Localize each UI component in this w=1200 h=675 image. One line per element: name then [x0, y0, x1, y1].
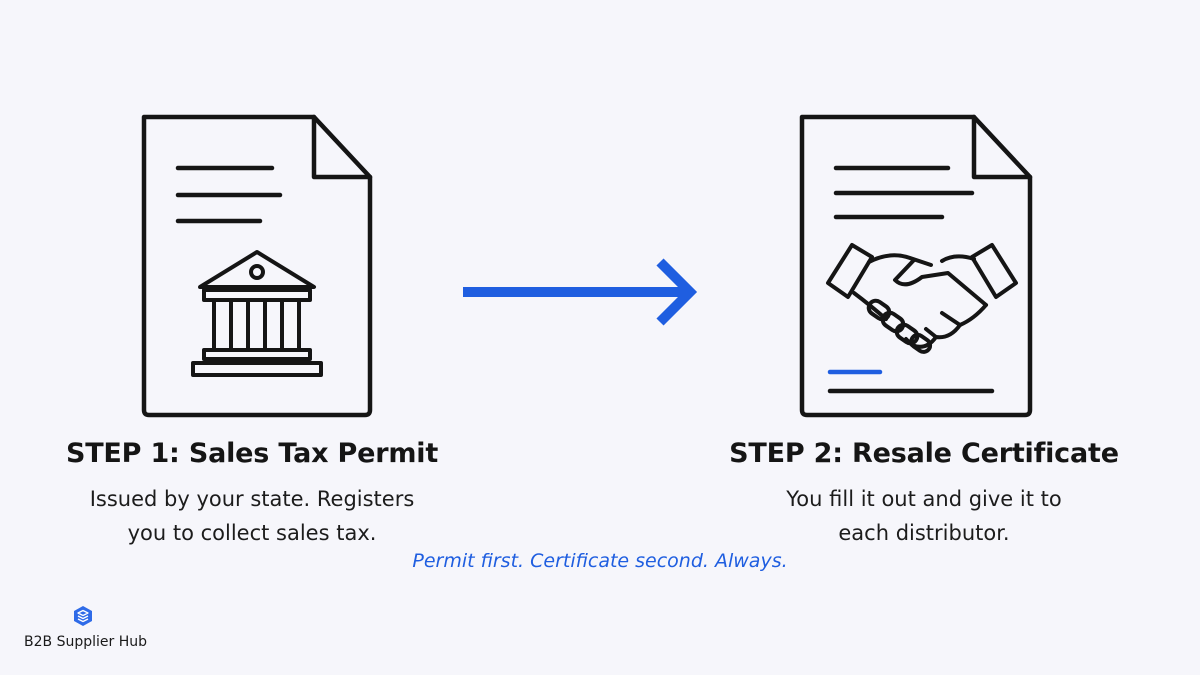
step2-document-icon — [799, 114, 1033, 418]
step1-title: STEP 1: Sales Tax Permit — [65, 438, 439, 469]
stacked-layers-icon — [74, 606, 92, 626]
right-arrow-icon — [463, 258, 698, 326]
step1-document-icon — [141, 114, 373, 418]
step2-description-line2: each distributor. — [838, 521, 1010, 545]
step1-description-line1: Issued by your state. Registers — [89, 487, 415, 511]
tagline: Permit first. Certificate second. Always… — [412, 550, 788, 572]
step1-description: Issued by your state. Registers you to c… — [52, 482, 452, 550]
step1-description-line2: you to collect sales tax. — [127, 521, 377, 545]
brand-name: B2B Supplier Hub — [24, 634, 147, 650]
step2-description-line1: You fill it out and give it to — [786, 487, 1062, 511]
step2-description: You fill it out and give it to each dist… — [724, 482, 1124, 550]
handshake-icon — [826, 243, 1018, 354]
step2-title: STEP 2: Resale Certificate — [729, 438, 1119, 469]
bank-icon — [191, 250, 323, 377]
